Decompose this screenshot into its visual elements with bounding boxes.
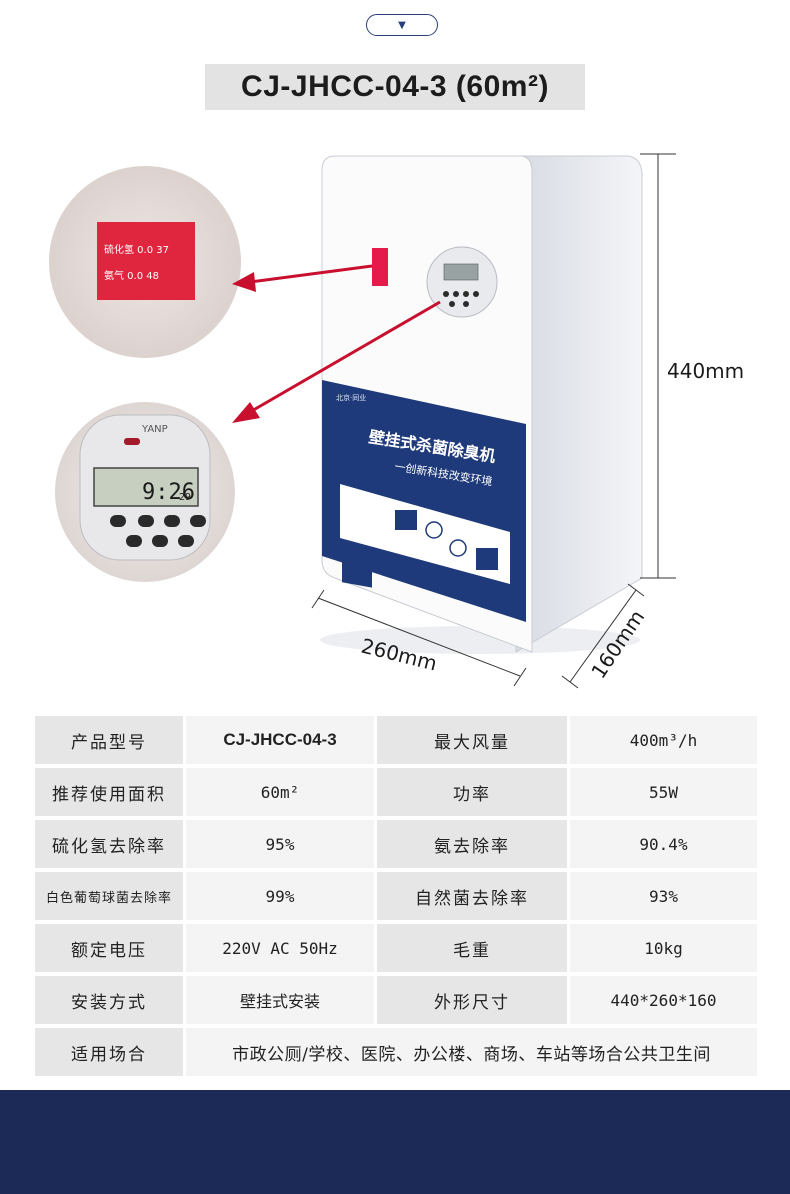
timer-seconds-text: 29 bbox=[179, 492, 191, 503]
model-title-banner: CJ-JHCC-04-3 (60m²) bbox=[205, 64, 585, 110]
width-dimension-line bbox=[317, 597, 521, 677]
chevron-down-icon: ▼ bbox=[398, 19, 406, 31]
spec-table: 产品型号 CJ-JHCC-04-3 最大风量 400m³/h 推荐使用面积 60… bbox=[35, 716, 757, 1080]
sensor-zoom-display bbox=[97, 222, 195, 300]
sensor-line-1: 硫化氢 0.0 37 bbox=[104, 243, 169, 256]
spec-value: 90.4% bbox=[570, 820, 757, 868]
spec-value: 95% bbox=[186, 820, 374, 868]
spec-label: 适用场合 bbox=[35, 1028, 183, 1076]
spec-label: 白色葡萄球菌去除率 bbox=[35, 872, 183, 920]
spec-value: 400m³/h bbox=[570, 716, 757, 764]
table-row: 适用场合 市政公厕/学校、医院、办公楼、商场、车站等场合公共卫生间 bbox=[35, 1028, 757, 1076]
spec-label: 最大风量 bbox=[377, 716, 567, 764]
device-timer-dial bbox=[426, 246, 498, 318]
tool-icon bbox=[476, 548, 498, 570]
floor-shadow bbox=[320, 626, 640, 654]
sterilize-icon bbox=[449, 539, 467, 557]
table-row: 额定电压 220V AC 50Hz 毛重 10kg bbox=[35, 924, 757, 972]
table-row: 推荐使用面积 60m² 功率 55W bbox=[35, 768, 757, 816]
height-dimension-label: 440mm bbox=[667, 359, 744, 383]
spec-value: CJ-JHCC-04-3 bbox=[186, 716, 374, 764]
table-row: 安装方式 壁挂式安装 外形尺寸 440*260*160 bbox=[35, 976, 757, 1024]
timer-brand-text: YANP bbox=[141, 424, 168, 435]
spec-value: 60m² bbox=[186, 768, 374, 816]
spec-label: 毛重 bbox=[377, 924, 567, 972]
spec-value: 99% bbox=[186, 872, 374, 920]
spec-label: 功率 bbox=[377, 768, 567, 816]
fan-icon bbox=[395, 510, 417, 530]
timer-zoom-lcd bbox=[93, 467, 199, 507]
depth-dimension-line bbox=[569, 589, 637, 683]
spec-value: 440*260*160 bbox=[570, 976, 757, 1024]
airflow-icon bbox=[425, 521, 443, 539]
sensor-line-2: 氨气 0.0 48 bbox=[104, 269, 159, 282]
spec-value: 93% bbox=[570, 872, 757, 920]
spec-label: 安装方式 bbox=[35, 976, 183, 1024]
spec-label: 氨去除率 bbox=[377, 820, 567, 868]
product-illustration: 北京·同业 壁挂式杀菌除臭机 一创新科技改变环境 杀菌去味 硫化氢 0.0 37… bbox=[49, 153, 744, 689]
panel-function-strip bbox=[340, 484, 510, 584]
table-row: 产品型号 CJ-JHCC-04-3 最大风量 400m³/h bbox=[35, 716, 757, 764]
spec-label: 产品型号 bbox=[35, 716, 183, 764]
device-side-panel bbox=[515, 155, 643, 653]
panel-badge-text: 杀菌去味 bbox=[346, 498, 374, 507]
spec-value: 220V AC 50Hz bbox=[186, 924, 374, 972]
spec-value: 55W bbox=[570, 768, 757, 816]
spec-label: 推荐使用面积 bbox=[35, 768, 183, 816]
spec-label: 额定电压 bbox=[35, 924, 183, 972]
collapse-toggle-button[interactable]: ▼ bbox=[366, 14, 438, 36]
timer-pointer-arrow bbox=[249, 300, 441, 414]
page-title: CJ-JHCC-04-3 (60m²) bbox=[241, 70, 549, 103]
spec-label: 外形尺寸 bbox=[377, 976, 567, 1024]
spec-value: 市政公厕/学校、医院、办公楼、商场、车站等场合公共卫生间 bbox=[186, 1028, 757, 1076]
spec-label: 硫化氢去除率 bbox=[35, 820, 183, 868]
timer-reading-text: 9:26 bbox=[142, 480, 195, 505]
timer-red-button bbox=[124, 438, 140, 445]
panel-badge-box bbox=[342, 546, 372, 588]
spec-label: 自然菌去除率 bbox=[377, 872, 567, 920]
device-timer-lcd bbox=[443, 263, 479, 281]
table-row: 硫化氢去除率 95% 氨去除率 90.4% bbox=[35, 820, 757, 868]
spec-value: 10kg bbox=[570, 924, 757, 972]
spec-value: 壁挂式安装 bbox=[186, 976, 374, 1024]
footer-band bbox=[0, 1090, 790, 1194]
table-row: 白色葡萄球菌去除率 99% 自然菌去除率 93% bbox=[35, 872, 757, 920]
device-sensor-display bbox=[372, 248, 388, 286]
sensor-pointer-arrow bbox=[249, 264, 373, 284]
panel-corner-text: 北京·同业 bbox=[336, 393, 366, 402]
